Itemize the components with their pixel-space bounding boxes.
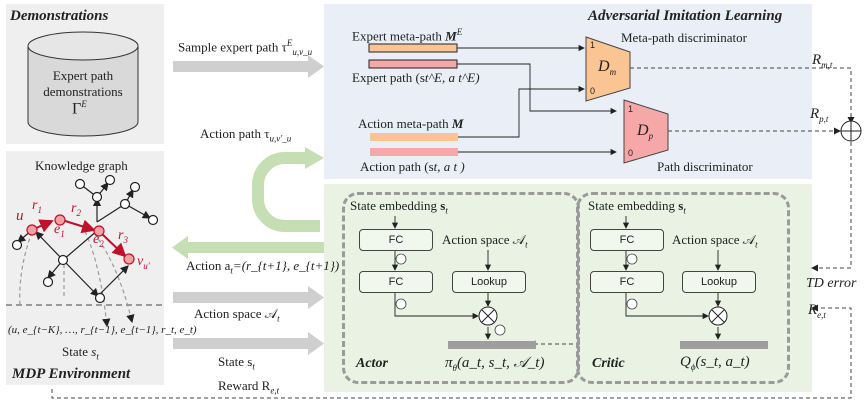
- expert-demonstrations-cylinder: [27, 31, 139, 137]
- cylinder-line2: demonstrations: [43, 84, 123, 99]
- critic-multiply-operator: [708, 306, 728, 326]
- expert-meta-path-label: Expert meta-path ME: [352, 27, 463, 44]
- cylinder-line1: Expert path: [52, 68, 114, 83]
- action-meta-path-bar: [370, 133, 458, 141]
- critic-fc2-box: FC: [590, 271, 664, 293]
- actor-title: Actor: [356, 356, 388, 371]
- critic-block: [576, 192, 790, 384]
- edge-r1-label: r1: [32, 198, 42, 215]
- dm-label: Dm: [598, 58, 617, 78]
- actor-fc1-box: FC: [359, 229, 433, 251]
- mdp-environment-title: MDP Environment: [12, 366, 131, 382]
- sample-expert-path-label: Sample expert path τEu,v_u: [178, 38, 313, 57]
- critic-fc1-box: FC: [590, 229, 664, 251]
- critic-action-space-label: Action space 𝒜t: [672, 232, 758, 250]
- critic-output-bar: [680, 341, 768, 349]
- dp-label: Dp: [637, 122, 654, 142]
- r-m-label: Rm,t: [812, 52, 833, 70]
- activation-icons: [395, 253, 638, 336]
- gamma-expert-label: ΓE: [72, 99, 87, 118]
- node-u-label: u: [16, 208, 24, 224]
- dp-port-0: 0: [628, 148, 634, 158]
- actor-lookup-box: Lookup: [452, 271, 526, 293]
- action-path-label: Action path τu,v′_u: [200, 126, 292, 144]
- state-arrow: [173, 332, 324, 355]
- critic-q-label: Qϕ(s_t, a_t): [680, 354, 750, 372]
- dp-port-1: 1: [628, 104, 634, 114]
- meta-path-discriminator: [585, 36, 631, 102]
- action-path-uturn-arrow: [252, 147, 324, 232]
- action-path-input-label: Action path (st, a t ): [360, 159, 465, 174]
- action-meta-path-label: Action meta-path M: [358, 116, 464, 131]
- state-arrow-label: State st: [218, 354, 255, 372]
- expert-meta-path-bar: [368, 43, 458, 53]
- actor-multiply-operator: [478, 306, 498, 326]
- state-tuple: (u, e_{t−K}, …, r_{t−1}, e_{t−1}, r_t, e…: [8, 324, 197, 336]
- node-e1-label: e1: [54, 222, 65, 239]
- td-error-label: TD error: [806, 276, 857, 291]
- expert-path-label: Expert path (st^E, a t^E): [352, 70, 480, 85]
- r-e-label: Re,t: [808, 302, 826, 320]
- knowledge-graph-title: Knowledge graph: [35, 158, 128, 173]
- critic-lookup-box: Lookup: [682, 271, 756, 293]
- action-label: Action at=(r_{t+1}, e_{t+1}): [186, 258, 340, 276]
- node-v-label: vu': [137, 254, 150, 271]
- dm-port-1: 1: [590, 40, 596, 50]
- r-p-label: Rp,t: [810, 106, 829, 124]
- critic-title: Critic: [592, 356, 625, 371]
- edge-r3-label: r3: [118, 228, 128, 245]
- action-space-arrow: [173, 286, 324, 309]
- edge-r2-label: r2: [71, 201, 81, 218]
- critic-state-embedding-label: State embedding st: [588, 198, 686, 216]
- actor-action-space-label: Action space 𝒜t: [442, 232, 528, 250]
- sum-operator: [840, 120, 862, 142]
- state-label: State st: [62, 344, 99, 362]
- actor-output-bar: [448, 341, 536, 349]
- ail-title: Adversarial Imitation Learning: [588, 8, 783, 24]
- action-arrow: [172, 236, 324, 259]
- sample-expert-path-arrow: [173, 55, 324, 78]
- actor-state-embedding-label: State embedding st: [350, 198, 448, 216]
- path-discriminator: [623, 99, 669, 164]
- actor-fc2-box: FC: [359, 271, 433, 293]
- knowledge-graph: [11, 174, 159, 328]
- meta-path-discriminator-caption: Meta-path discriminator: [621, 30, 747, 45]
- dm-port-0: 0: [590, 86, 596, 96]
- reward-label: Reward Re,t: [218, 378, 280, 396]
- demonstrations-title: Demonstrations: [10, 8, 109, 24]
- path-discriminator-caption: Path discriminator: [657, 159, 753, 174]
- actor-policy-label: πθ(a_t, s_t, 𝒜_t): [445, 355, 545, 373]
- expert-path-bar: [368, 59, 458, 69]
- action-path-bar: [370, 148, 458, 156]
- action-space-label: Action space 𝒜t: [194, 306, 280, 324]
- node-e2-label: e2: [93, 232, 104, 249]
